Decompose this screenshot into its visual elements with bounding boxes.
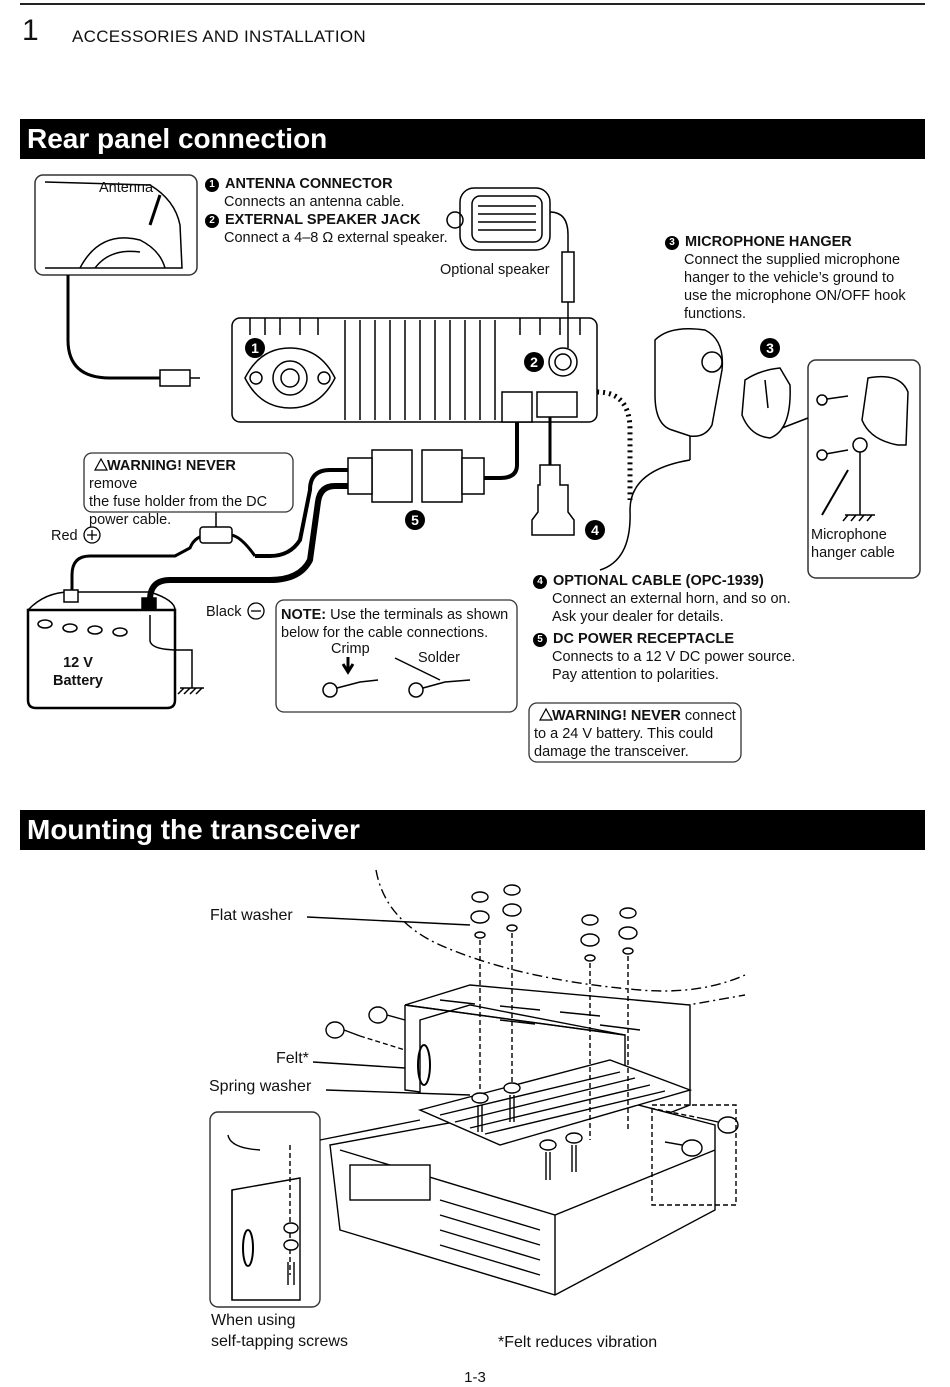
- section-title-rear-panel: Rear panel connection: [20, 119, 925, 159]
- item-desc-line: Pay attention to polarities.: [552, 667, 719, 683]
- item-title: DC POWER RECEPTACLE: [553, 631, 734, 647]
- page-number: 1-3: [464, 1369, 486, 1386]
- antenna-label: Antenna: [99, 180, 154, 196]
- item-desc: Connect a 4–8 Ω external speaker.: [224, 230, 448, 246]
- item-desc-line: Ask your dealer for details.: [552, 609, 724, 625]
- warning-lead: WARNING! NEVER: [552, 708, 681, 724]
- item-dc-power: 5 DC POWER RECEPTACLE Connects to a 12 V …: [533, 630, 795, 684]
- warning-rest: connect: [680, 708, 736, 724]
- warning-lead: WARNING! NEVER: [107, 458, 236, 474]
- chapter-number: 1: [22, 14, 39, 47]
- item-desc-line: use the microphone ON/OFF hook: [684, 288, 906, 304]
- number-badge: 4: [533, 575, 547, 589]
- number-badge: 2: [205, 214, 219, 228]
- chapter-title: ACCESSORIES AND INSTALLATION: [72, 27, 367, 46]
- header-rule: [20, 3, 925, 5]
- red-label: Red: [51, 528, 78, 544]
- warning-rest: remove: [89, 476, 138, 492]
- item-title: OPTIONAL CABLE (OPC-1939): [553, 573, 764, 589]
- warning-line: the fuse holder from the DC: [89, 494, 268, 510]
- diagram-number-2: 2: [524, 352, 544, 373]
- item-microphone-hanger: 3 MICROPHONE HANGER Connect the supplied …: [665, 233, 906, 323]
- item-title: MICROPHONE HANGER: [685, 234, 852, 250]
- number-badge: 5: [533, 633, 547, 647]
- warning-fuse-callout: WARNING! NEVER remove the fuse holder fr…: [84, 455, 293, 531]
- felt-label: Felt*: [276, 1050, 309, 1067]
- item-desc-line: functions.: [684, 306, 747, 322]
- crimp-label: Crimp: [331, 641, 370, 657]
- item-title: EXTERNAL SPEAKER JACK: [225, 212, 421, 228]
- item-antenna-connector: 1 ANTENNA CONNECTOR Connects an antenna c…: [205, 175, 405, 211]
- diagram-number-4: 4: [585, 520, 605, 541]
- optional-speaker-label: Optional speaker: [440, 262, 550, 278]
- item-optional-cable: 4 OPTIONAL CABLE (OPC-1939) Connect an ex…: [533, 572, 791, 626]
- item-desc-line: Connect the supplied microphone: [684, 252, 901, 268]
- note-line: below for the cable connections.: [281, 625, 489, 641]
- note-callout: NOTE: Use the terminals as shown below f…: [276, 604, 517, 644]
- flat-washer-label: Flat washer: [210, 907, 293, 924]
- warning-line: to a 24 V battery. This could: [534, 726, 714, 742]
- note-rest: Use the terminals as shown: [326, 607, 509, 623]
- warning-line: damage the transceiver.: [534, 744, 689, 760]
- item-desc-line: Connects to a 12 V DC power source.: [552, 649, 796, 665]
- section-title-mounting: Mounting the transceiver: [20, 810, 925, 850]
- warning-battery-callout: WARNING! NEVER connect to a 24 V battery…: [529, 705, 741, 763]
- diagram-number-3: 3: [760, 338, 780, 359]
- number-badge: 1: [205, 178, 219, 192]
- solder-label: Solder: [418, 650, 460, 666]
- item-desc: Connects an antenna cable.: [224, 194, 405, 210]
- warning-line: power cable.: [89, 512, 172, 528]
- item-external-speaker: 2 EXTERNAL SPEAKER JACK Connect a 4–8 Ω e…: [205, 211, 448, 247]
- item-desc-line: hanger to the vehicle’s ground to: [684, 270, 895, 286]
- diagram-number-1: 1: [245, 338, 265, 359]
- felt-note: *Felt reduces vibration: [498, 1334, 658, 1351]
- item-title: ANTENNA CONNECTOR: [225, 176, 393, 192]
- black-label: Black: [206, 604, 242, 620]
- diagram-number-5: 5: [405, 510, 425, 531]
- number-badge: 3: [665, 236, 679, 250]
- item-desc-line: Connect an external horn, and so on.: [552, 591, 791, 607]
- spring-washer-label: Spring washer: [209, 1078, 312, 1095]
- note-lead: NOTE:: [281, 607, 327, 623]
